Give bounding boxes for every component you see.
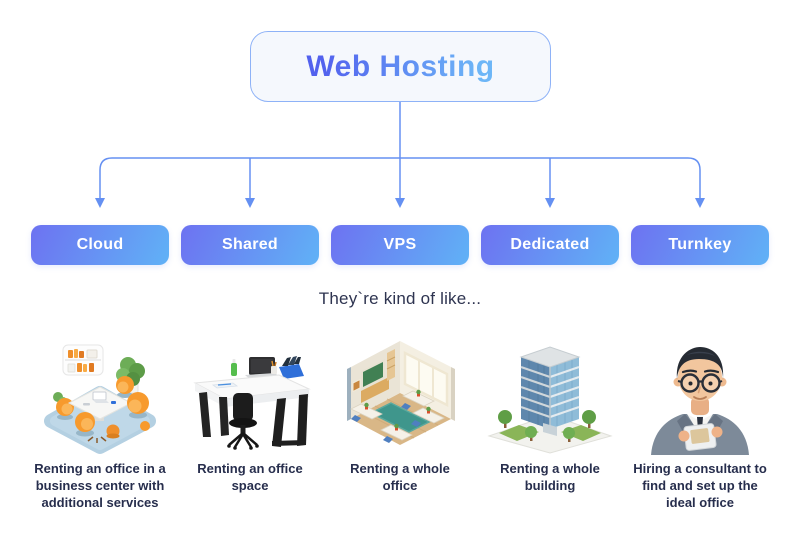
caption-dedicated: Renting a whole building — [465, 460, 635, 494]
subtitle: They`re kind of like... — [318, 289, 482, 308]
branch-label: Cloud — [76, 236, 124, 253]
branch-node-turnkey: Turnkey — [631, 225, 769, 265]
caption-cloud: Renting an office in a business center w… — [15, 460, 185, 511]
branch-label: VPS — [383, 236, 417, 253]
branch-node-vps: VPS — [331, 225, 469, 265]
branch-label: Shared — [221, 236, 279, 253]
office-room-3d-illustration — [335, 333, 465, 455]
caption-text: Renting a whole office — [350, 461, 450, 493]
caption-vps: Renting a whole office — [315, 460, 485, 494]
caption-text: Hiring a consultant to find and set up t… — [633, 461, 767, 510]
office-desk-3d-illustration — [185, 333, 315, 455]
branch-node-cloud: Cloud — [31, 225, 169, 265]
caption-text: Renting a whole building — [500, 461, 600, 493]
branch-label: Dedicated — [510, 236, 590, 253]
office-building-3d-illustration — [485, 333, 615, 455]
meeting-room-3d-illustration — [35, 333, 165, 455]
branch-node-shared: Shared — [181, 225, 319, 265]
branch-label: Turnkey — [668, 236, 732, 253]
branch-node-dedicated: Dedicated — [481, 225, 619, 265]
caption-shared: Renting an office space — [165, 460, 335, 494]
consultant-3d-illustration — [635, 333, 765, 455]
caption-turnkey: Hiring a consultant to find and set up t… — [615, 460, 785, 511]
page-title: Web Hosting — [306, 49, 495, 83]
root-node-box: Web Hosting — [250, 31, 551, 102]
caption-text: Renting an office space — [197, 461, 303, 493]
caption-text: Renting an office in a business center w… — [34, 461, 166, 510]
arrowhead-icons — [95, 198, 705, 208]
